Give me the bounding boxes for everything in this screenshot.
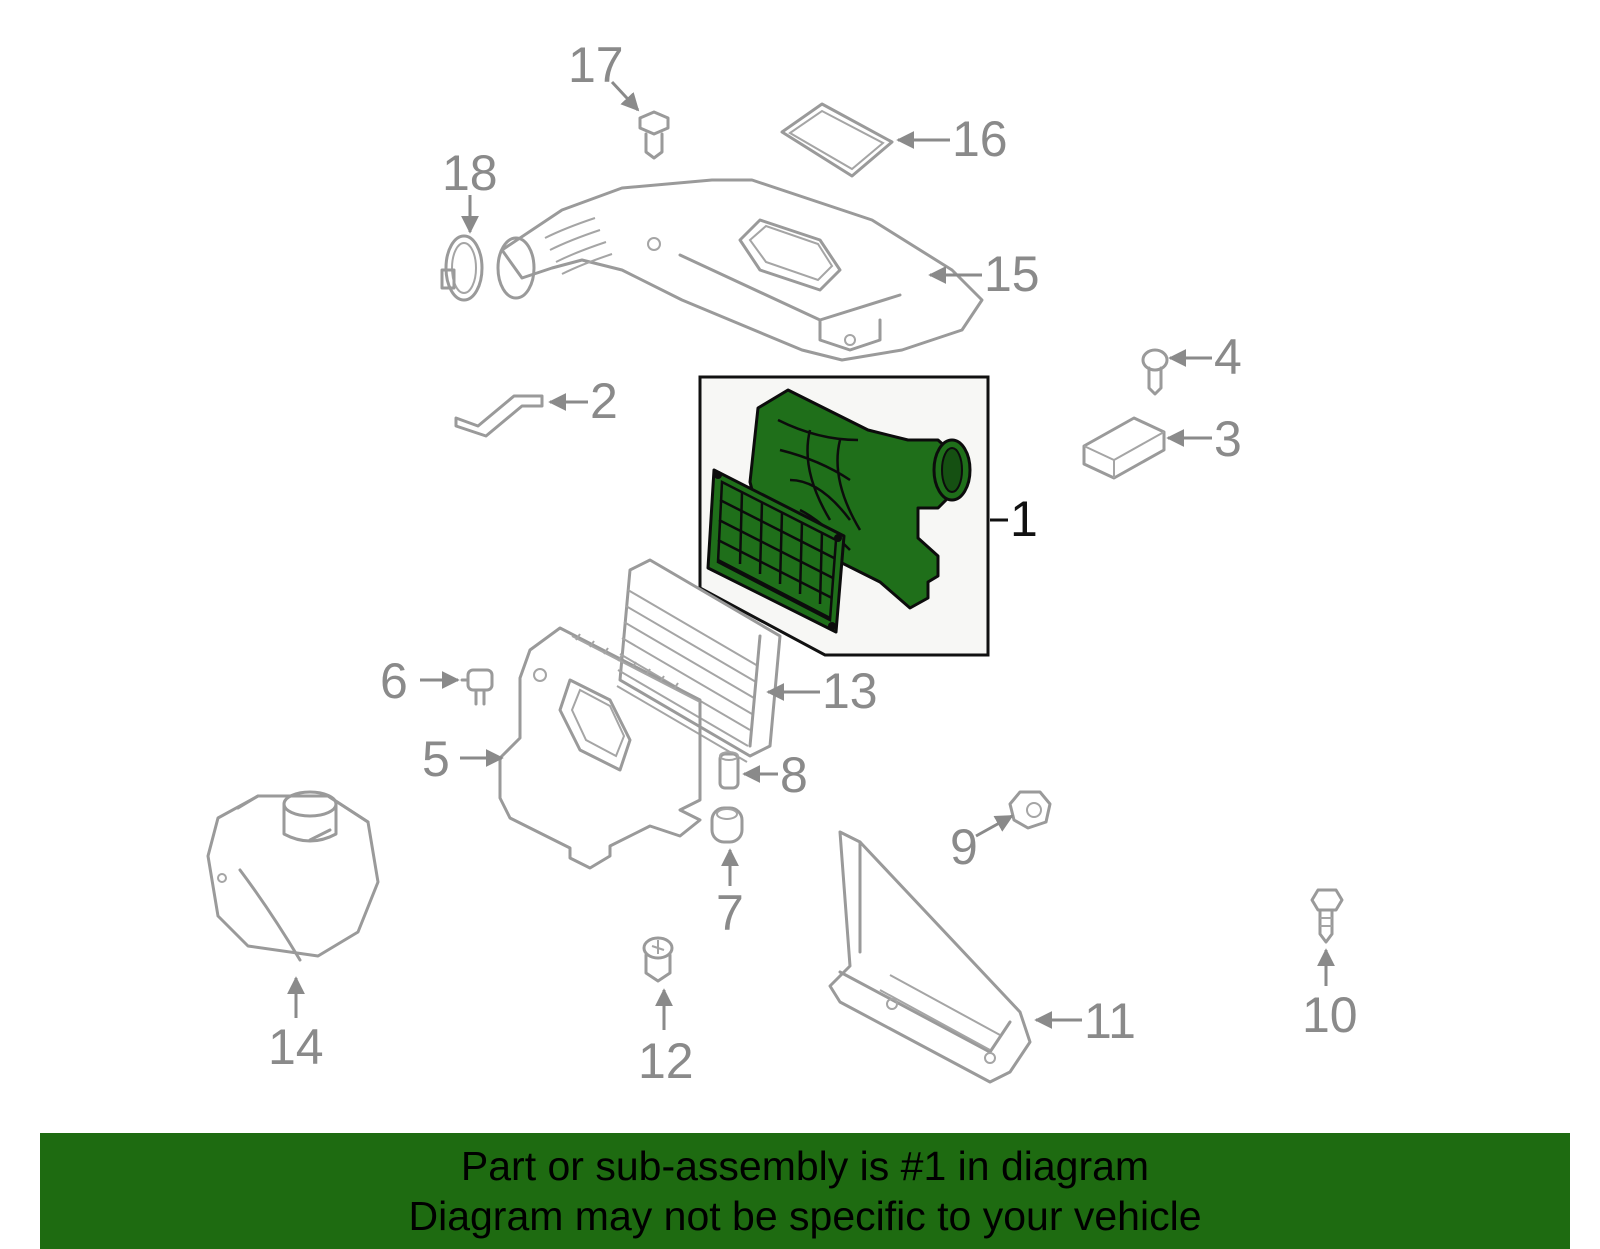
part-8-spacer[interactable] xyxy=(718,751,740,790)
part-2-bracket[interactable] xyxy=(454,394,544,438)
part-12-push-clip[interactable] xyxy=(642,936,674,983)
banner-line-disclaimer: Diagram may not be specific to your vehi… xyxy=(408,1193,1202,1239)
callout-16[interactable]: 16 xyxy=(952,111,1008,167)
leader-17 xyxy=(610,80,640,112)
part-9-nut[interactable] xyxy=(1008,790,1052,830)
callout-1[interactable]: 1 xyxy=(1010,491,1038,547)
callout-17[interactable]: 17 xyxy=(568,37,624,93)
callout-12[interactable]: 12 xyxy=(638,1033,694,1089)
callout-10[interactable]: 10 xyxy=(1302,987,1358,1043)
callout-6[interactable]: 6 xyxy=(380,653,408,709)
callout-5[interactable]: 5 xyxy=(422,731,450,787)
part-1-lower-case-assembly[interactable] xyxy=(698,375,990,657)
part-15-upper-case[interactable] xyxy=(496,178,984,362)
callout-15[interactable]: 15 xyxy=(984,246,1040,302)
leader-9 xyxy=(975,814,1014,838)
notice-banner: Part or sub-assembly is #1 in diagram Di… xyxy=(40,1133,1570,1249)
callout-2[interactable]: 2 xyxy=(590,373,618,429)
callout-18[interactable]: 18 xyxy=(442,145,498,201)
callout-13[interactable]: 13 xyxy=(822,663,878,719)
part-18-hose-clamp[interactable] xyxy=(440,234,484,302)
part-5-lower-housing[interactable] xyxy=(498,626,702,870)
callout-14[interactable]: 14 xyxy=(268,1019,324,1075)
callout-9[interactable]: 9 xyxy=(950,819,978,875)
part-6-grommet[interactable] xyxy=(460,668,494,706)
part-3-bracket[interactable] xyxy=(1082,416,1166,480)
part-7-bushing[interactable] xyxy=(710,806,744,844)
part-17-clip[interactable] xyxy=(638,110,670,160)
callout-3[interactable]: 3 xyxy=(1214,411,1242,467)
callout-11[interactable]: 11 xyxy=(1084,993,1136,1049)
part-11-air-duct[interactable] xyxy=(828,830,1032,1084)
callout-7[interactable]: 7 xyxy=(716,885,744,941)
part-4-screw[interactable] xyxy=(1141,348,1169,396)
part-14-resonator[interactable] xyxy=(206,790,380,962)
banner-line-part-number: Part or sub-assembly is #1 in diagram xyxy=(460,1143,1150,1189)
callout-8[interactable]: 8 xyxy=(780,747,808,803)
part-16-gasket[interactable] xyxy=(780,102,894,178)
part-10-bolt[interactable] xyxy=(1310,888,1344,944)
callout-4[interactable]: 4 xyxy=(1214,329,1242,385)
